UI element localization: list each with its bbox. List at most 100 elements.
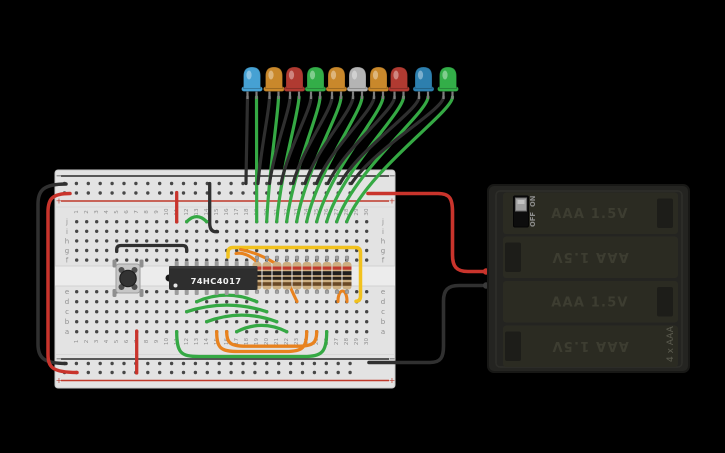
resistor-7[interactable] [312, 255, 322, 294]
wire-orange-arc-1[interactable] [215, 330, 309, 354]
led-cathode-wire-3[interactable] [267, 95, 292, 186]
board-hole [85, 310, 89, 314]
board-hole [215, 258, 219, 262]
led-orange-2[interactable] [263, 66, 285, 99]
button-cap[interactable] [119, 269, 137, 288]
led-cathode-wire-10[interactable] [349, 95, 446, 186]
led-dome[interactable] [327, 66, 346, 89]
led-dome[interactable] [439, 66, 457, 89]
resistor-5[interactable] [292, 255, 302, 294]
led-anode-wire-2[interactable] [265, 95, 281, 224]
led-dome[interactable] [243, 66, 261, 89]
board-hole [95, 300, 99, 304]
led-red-3[interactable] [283, 66, 306, 99]
wire-jumper-row-j[interactable] [185, 214, 209, 224]
board-hole [135, 239, 139, 243]
wire-green-arc-row-a[interactable] [235, 323, 289, 334]
switch-knob[interactable] [515, 197, 527, 212]
led-dome[interactable] [369, 66, 388, 89]
wire-power-left-loop[interactable] [46, 191, 79, 375]
board-hole [185, 320, 189, 324]
led-dome[interactable] [348, 66, 367, 89]
led-green-4[interactable] [304, 66, 327, 99]
wire-green-arc-row-d[interactable] [195, 293, 259, 304]
rail-hole [98, 361, 102, 366]
led-dome[interactable] [306, 66, 325, 89]
led-dome[interactable] [414, 66, 433, 89]
board-hole [215, 220, 219, 224]
led-blue-1[interactable] [241, 66, 263, 99]
led-cathode-wire-4[interactable] [279, 95, 313, 186]
wire-yellow-feedback[interactable] [226, 245, 363, 303]
column-number: 18 [244, 338, 250, 346]
wire-button-to-chip[interactable] [115, 243, 189, 254]
resistor-pin [294, 255, 300, 260]
led-anode-wire-10[interactable] [345, 95, 455, 224]
wire-orange-fan-1[interactable] [234, 251, 260, 265]
led-cathode-wire-2[interactable] [256, 95, 272, 186]
column-number: 24 [304, 208, 310, 216]
board-hole [305, 248, 309, 253]
battery-cell-label: AAA 1.5V [551, 338, 628, 353]
led-cathode-wire-7[interactable] [314, 95, 376, 186]
resistor-pin [274, 289, 280, 294]
board-hole [355, 330, 359, 334]
board-hole [185, 229, 189, 233]
resistor-10[interactable] [342, 255, 352, 294]
resistor-pin [254, 255, 260, 260]
rail-hole [336, 361, 340, 366]
wire-orange-hook[interactable] [336, 289, 349, 304]
board-hole [195, 220, 199, 224]
led-anode-wire-3[interactable] [275, 95, 301, 224]
led-cathode-wire-5[interactable] [291, 95, 334, 186]
resistor-3[interactable] [272, 255, 282, 294]
chip-pin [234, 261, 239, 267]
column-number: 3 [94, 339, 100, 343]
resistor-2[interactable] [262, 255, 272, 294]
led-cathode-wire-1[interactable] [244, 95, 250, 186]
rail-hole [134, 181, 138, 186]
resistor-band [302, 266, 312, 270]
resistor-6[interactable] [302, 255, 312, 294]
led-blue-9[interactable] [412, 66, 435, 99]
chip-74hc4017[interactable]: 74HC4017 [165, 261, 258, 295]
resistor-4[interactable] [282, 255, 292, 294]
led-red-8[interactable] [388, 66, 410, 99]
board-hole [285, 310, 289, 314]
board-hole [315, 320, 319, 324]
wire-green-long-arc[interactable] [175, 330, 329, 359]
led-dome[interactable] [265, 66, 283, 89]
board-hole [75, 300, 79, 304]
led-dome[interactable] [285, 66, 304, 89]
led-anode-wire-4[interactable] [285, 95, 322, 224]
led-gray-6[interactable] [346, 66, 369, 99]
board-hole [195, 229, 199, 233]
wire-green-arc-row-b[interactable] [205, 313, 279, 324]
resistor-9[interactable] [332, 255, 342, 294]
wire-chip-ground[interactable] [208, 181, 220, 234]
rail-hole [217, 361, 221, 366]
led-cathode-wire-9[interactable] [338, 95, 421, 186]
wire-orange-arc-2[interactable] [225, 330, 319, 348]
rail-plus-sign: + [389, 376, 396, 385]
led-anode-wire-5[interactable] [295, 95, 343, 224]
led-dome[interactable] [390, 66, 408, 89]
wire-green-arc-row-c[interactable] [185, 303, 269, 314]
chip-body[interactable] [169, 266, 258, 290]
board-hole [85, 258, 89, 262]
board-hole [105, 320, 109, 324]
led-cathode-wire-6[interactable] [303, 95, 355, 186]
wire-battery-positive[interactable] [366, 191, 486, 274]
battery-switch[interactable]: ON OFF [513, 195, 538, 228]
led-cathode-wire-8[interactable] [326, 95, 397, 186]
resistor-8[interactable] [322, 255, 332, 294]
pushbutton[interactable] [112, 259, 144, 298]
led-green-10[interactable] [437, 66, 459, 99]
board-hole [335, 310, 339, 314]
resistor-pin [344, 255, 350, 260]
led-orange-7[interactable] [367, 66, 390, 99]
board-hole [185, 239, 189, 243]
led-orange-5[interactable] [325, 66, 348, 99]
wire-battery-negative[interactable] [367, 283, 484, 365]
